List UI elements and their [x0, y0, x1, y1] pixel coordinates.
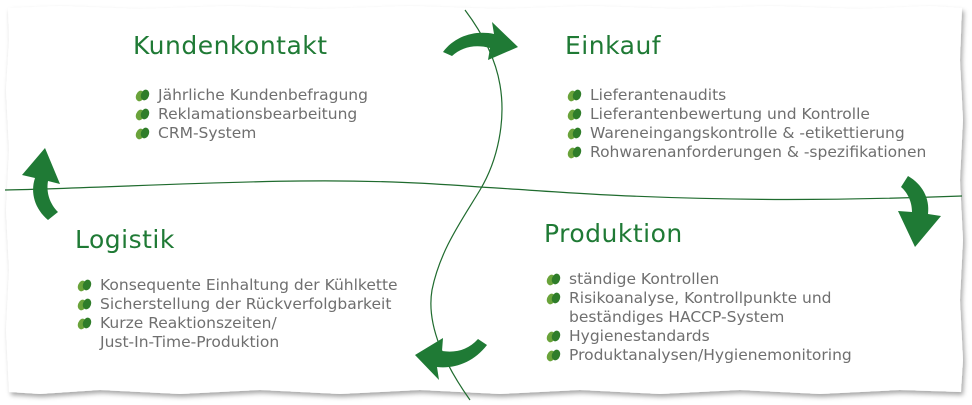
leaf-bullet-icon [135, 89, 150, 102]
leaf-bullet-icon [77, 298, 92, 311]
leaf-bullet-icon [77, 317, 92, 330]
leaf-bullet-icon [546, 330, 561, 343]
arrow-to-kundenkontakt-icon [22, 148, 60, 220]
kundenkontakt-title: Kundenkontakt [133, 31, 328, 60]
arrow-to-produktion-icon [898, 176, 941, 247]
quadrant-logistik: Logistik Konsequente Einhaltung der Kühl… [75, 225, 398, 352]
leaf-bullet-icon [546, 273, 561, 286]
leaf-bullet-icon [77, 279, 92, 292]
arrow-to-logistik-icon [415, 338, 487, 380]
produktion-list: ständige Kontrollen Risikoanalyse, Kontr… [545, 270, 852, 365]
list-item: Lieferantenbewertung und Kontrolle [566, 105, 926, 124]
list-item: Reklamationsbearbeitung [134, 105, 368, 124]
list-item: Wareneingangskontrolle & -etikettierung [566, 124, 926, 143]
leaf-bullet-icon [567, 89, 582, 102]
quadrant-produktion: Produktion ständige Kontrollen Risikoana… [544, 219, 852, 365]
list-item: CRM-System [134, 124, 368, 143]
leaf-bullet-icon [567, 108, 582, 121]
list-item: Sicherstellung der Rückverfolgbarkeit [76, 295, 398, 314]
list-item: Konsequente Einhaltung der Kühlkette [76, 276, 398, 295]
horizontal-divider-line [4, 180, 963, 201]
logistik-list: Konsequente Einhaltung der Kühlkette Sic… [76, 276, 398, 352]
logistik-title: Logistik [75, 225, 175, 254]
list-item: Jährliche Kundenbefragung [134, 86, 368, 105]
kundenkontakt-list: Jährliche Kundenbefragung Reklamationsbe… [134, 86, 368, 143]
quadrant-kundenkontakt: Kundenkontakt Jährliche Kundenbefragung … [133, 31, 368, 143]
list-item: Produktanalysen/Hygienemonitoring [545, 346, 852, 365]
vertical-divider-line [430, 9, 503, 401]
list-item: ständige Kontrollen [545, 270, 852, 289]
leaf-bullet-icon [135, 108, 150, 121]
leaf-bullet-icon [135, 127, 150, 140]
produktion-title: Produktion [544, 219, 683, 248]
quadrant-einkauf: Einkauf Lieferantenaudits Lieferantenbew… [565, 31, 926, 162]
leaf-bullet-icon [546, 349, 561, 362]
leaf-bullet-icon [567, 127, 582, 140]
leaf-bullet-icon [546, 292, 561, 305]
list-item: Hygienestandards [545, 327, 852, 346]
einkauf-title: Einkauf [565, 31, 662, 60]
leaf-bullet-icon [567, 146, 582, 159]
list-item: Lieferantenaudits [566, 86, 926, 105]
einkauf-list: Lieferantenaudits Lieferantenbewertung u… [566, 86, 926, 162]
arrow-to-einkauf-icon [443, 22, 518, 60]
list-item: Rohwarenanforderungen & -spezifikationen [566, 143, 926, 162]
paper-card [6, 6, 963, 394]
list-item: Kurze Reaktionszeiten/Just-In-Time-Produ… [76, 314, 398, 352]
